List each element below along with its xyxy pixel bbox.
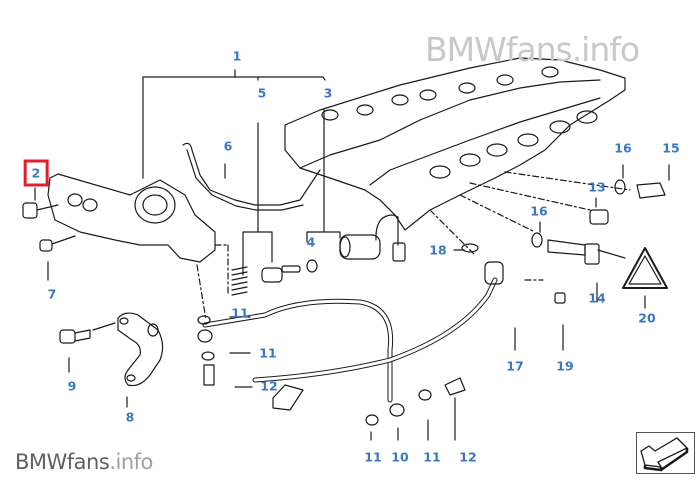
part-label-9[interactable]: 9 (67, 378, 77, 394)
part-label-11-bottom-left[interactable]: 11 (364, 449, 382, 465)
bracket-8 (118, 313, 163, 407)
part-label-12-bottom[interactable]: 12 (459, 449, 477, 465)
part-label-16-upper[interactable]: 16 (614, 140, 632, 156)
washer-16b (532, 233, 542, 247)
cylinder-head (285, 58, 625, 230)
watermark-suffix: .info (109, 450, 153, 474)
part-label-11-upper[interactable]: 11 (231, 305, 249, 321)
part-label-5[interactable]: 5 (257, 85, 267, 101)
part-label-7[interactable]: 7 (47, 286, 57, 302)
seal-ring (307, 260, 317, 272)
banjo-bolt (204, 365, 214, 385)
part-label-17[interactable]: 17 (506, 358, 524, 374)
solenoid-valve (340, 215, 405, 261)
watermark-brand: BMWfans (15, 450, 110, 474)
watermark-top: BMWfans.info (425, 30, 640, 69)
bolt-9 (60, 323, 115, 372)
sensor-17 (462, 244, 515, 350)
plug-15 (637, 183, 665, 198)
part-label-11-lower[interactable]: 11 (259, 345, 277, 361)
plug-7 (40, 236, 75, 280)
sensor-14 (548, 240, 585, 255)
back-navigation-button[interactable] (636, 432, 695, 474)
part-label-20[interactable]: 20 (638, 310, 656, 326)
arrow-back-left-icon (637, 433, 694, 473)
part-label-1[interactable]: 1 (232, 48, 242, 64)
part-label-11-bottom-right[interactable]: 11 (423, 449, 441, 465)
part-label-8[interactable]: 8 (125, 409, 135, 425)
washer-16a (615, 180, 625, 194)
part-label-18[interactable]: 18 (429, 242, 447, 258)
part-label-10[interactable]: 10 (391, 449, 409, 465)
part-label-3[interactable]: 3 (323, 85, 333, 101)
part-label-6[interactable]: 6 (223, 138, 233, 154)
gasket (183, 143, 320, 205)
oil-line (198, 280, 495, 440)
part-label-16-lower[interactable]: 16 (530, 203, 548, 219)
plug-2 (23, 203, 58, 218)
part-label-13[interactable]: 13 (588, 179, 606, 195)
part-label-4[interactable]: 4 (306, 234, 316, 250)
part-label-15[interactable]: 15 (662, 140, 680, 156)
plug-13 (590, 210, 608, 224)
warning-triangle (623, 248, 667, 288)
piston (262, 268, 282, 282)
part-label-12-left[interactable]: 12 (260, 378, 278, 394)
watermark-bottom: BMWfans.info (15, 450, 153, 474)
part-label-14[interactable]: 14 (588, 290, 606, 306)
part-label-2-selected[interactable]: 2 (23, 159, 49, 187)
filter-housing (48, 174, 215, 262)
part-label-19[interactable]: 19 (556, 358, 574, 374)
group-bracket-1 (143, 70, 340, 275)
spring (232, 267, 247, 295)
bolt-19 (555, 293, 565, 303)
